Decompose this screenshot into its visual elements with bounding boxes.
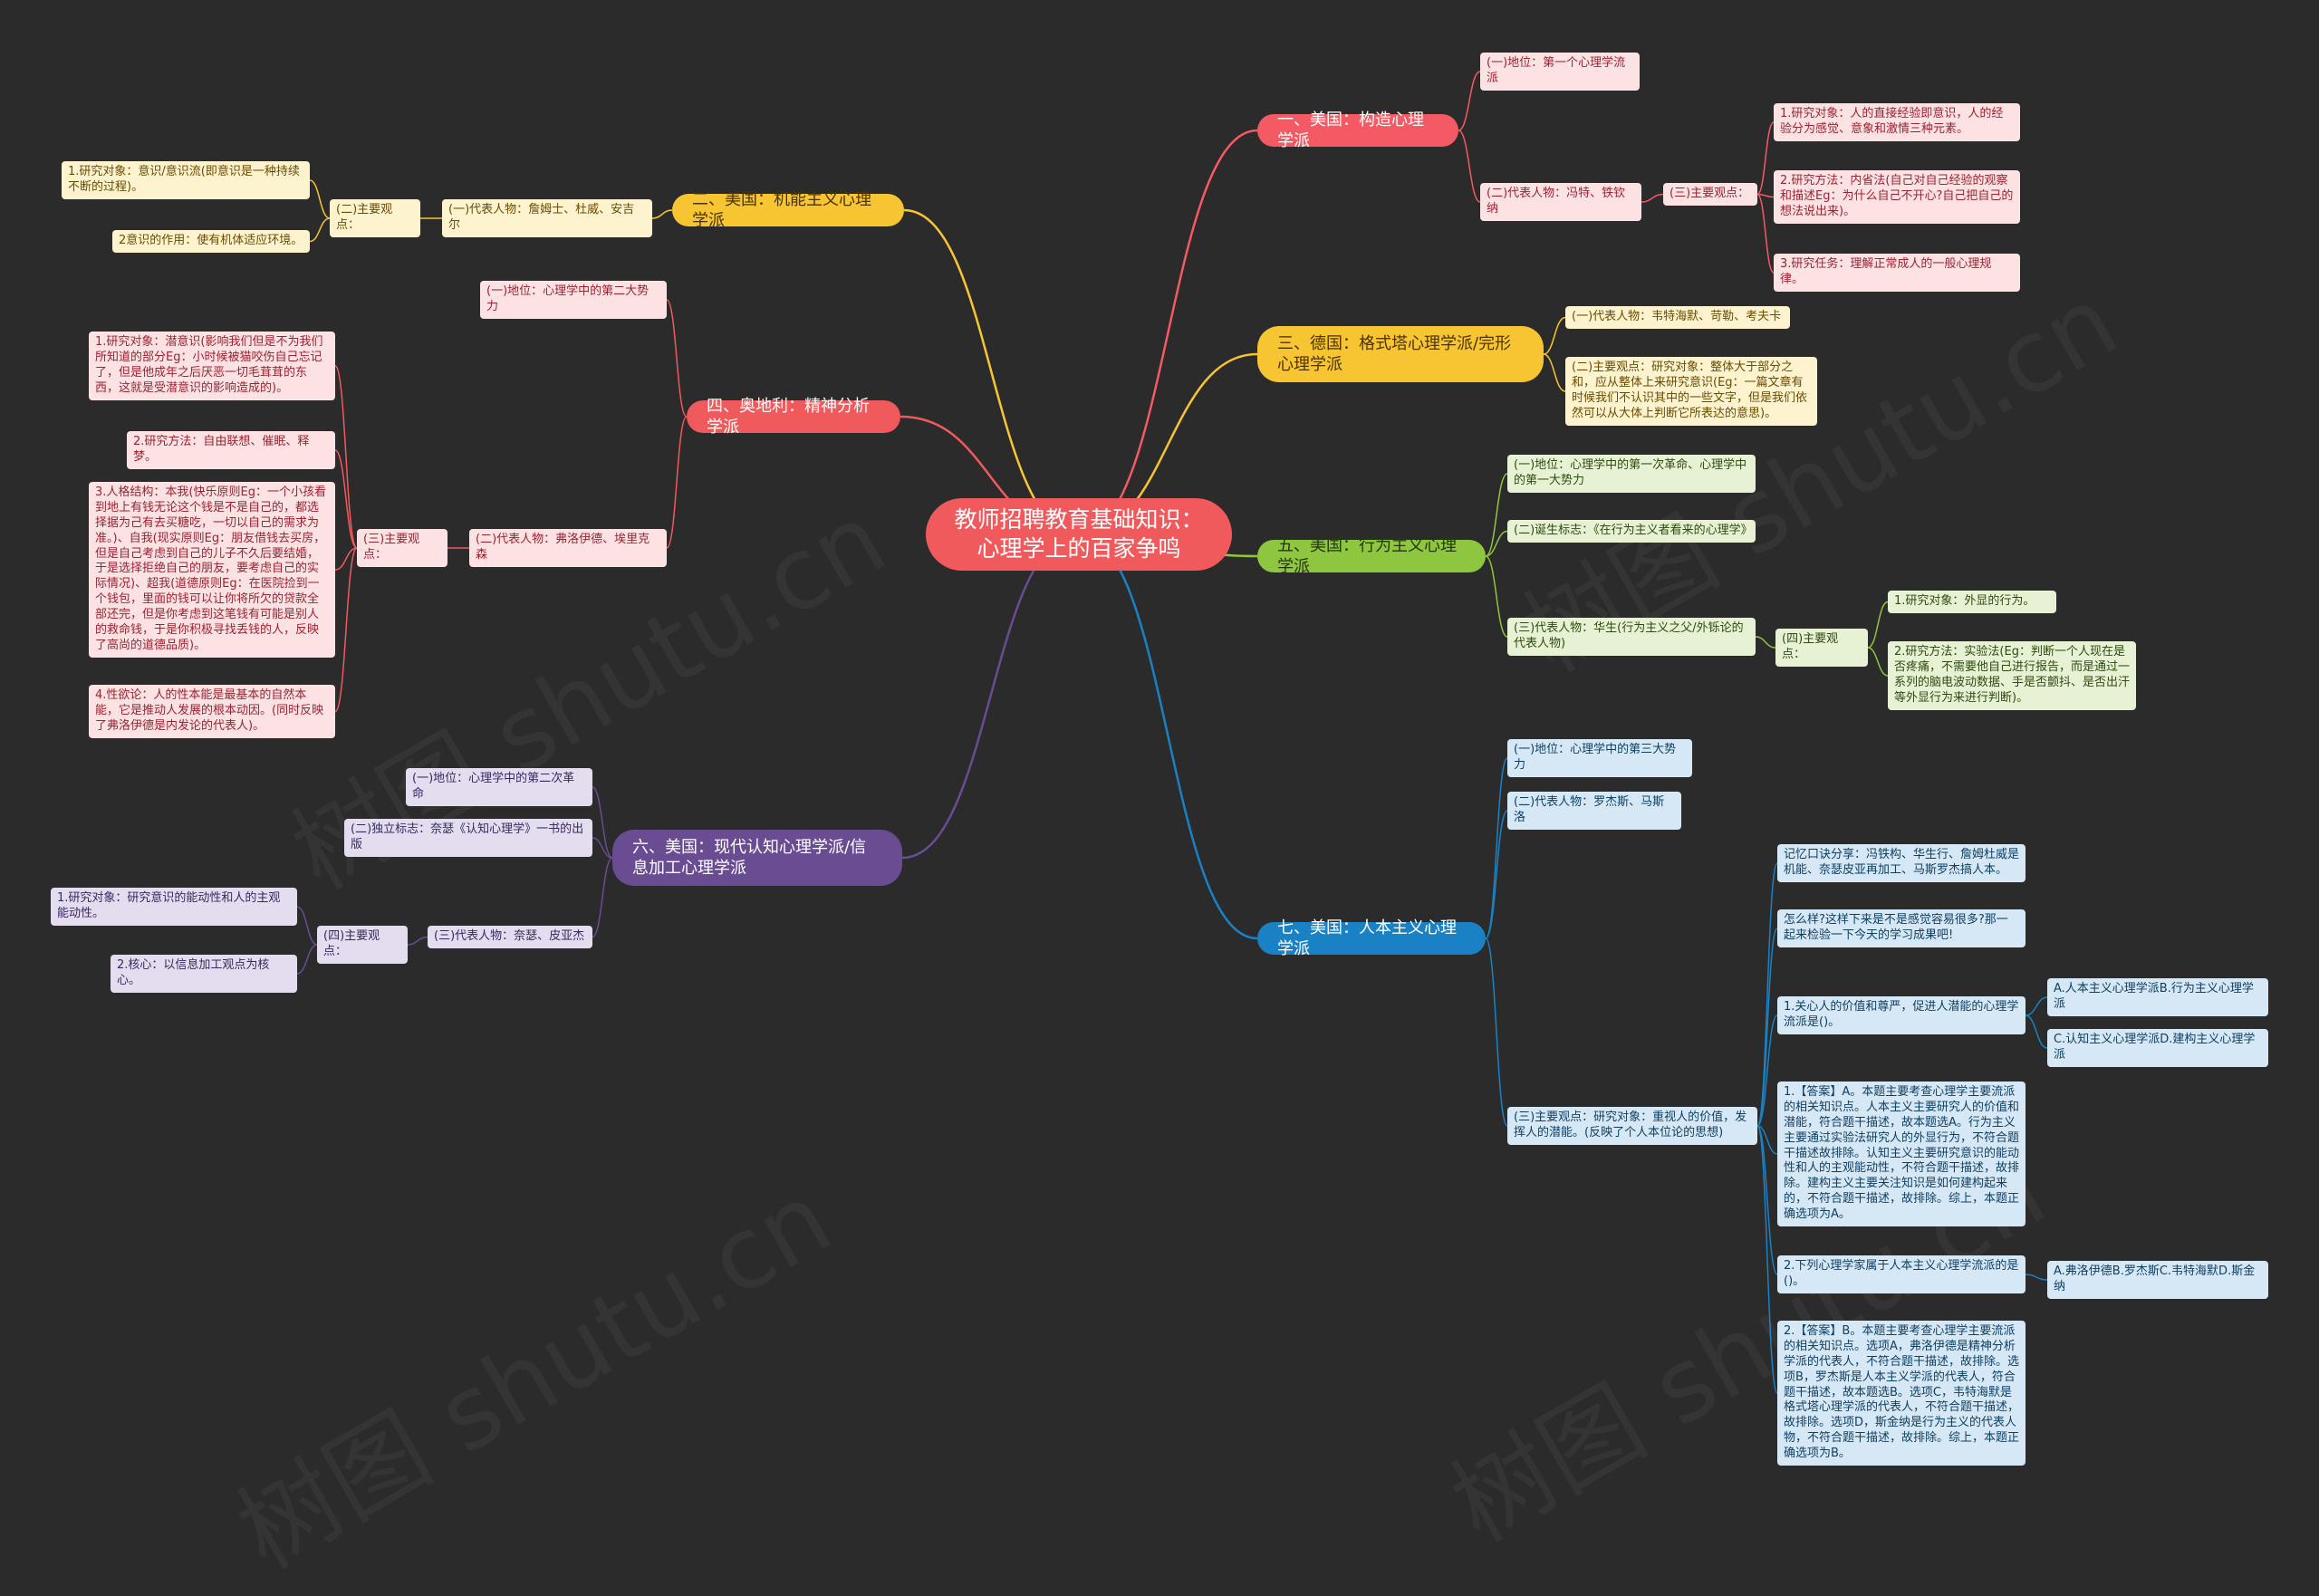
connector (309, 179, 331, 219)
psychoanalysis-position[interactable]: (一)地位：心理学中的第二大势力 (480, 281, 667, 319)
cognitive-representatives[interactable]: (三)代表人物：奈瑟、皮亚杰 (428, 926, 592, 948)
branch-humanistic[interactable]: 七、美国：人本主义心理学派 (1257, 918, 1486, 958)
functionalism-views-label[interactable]: (二)主要观点： (330, 199, 420, 237)
connector (1485, 473, 1508, 557)
structuralism-representatives[interactable]: (二)代表人物：冯特、铁钦纳 (1480, 183, 1641, 221)
psychoanalysis-view-1[interactable]: 1.研究对象：潜意识(影响我们但是不为我们所知道的部分Eg：小时候被猫咬伤自己忘… (89, 332, 335, 400)
functionalism-view-1[interactable]: 1.研究对象：意识/意识流(即意识是一种持续不断的过程)。 (62, 161, 310, 199)
connector (1485, 810, 1508, 939)
cognitive-views-label[interactable]: (四)主要观点： (317, 926, 408, 964)
connector (1458, 71, 1481, 131)
question-1-option-ab[interactable]: A.人本主义心理学派B.行为主义心理学派 (2047, 978, 2268, 1016)
behaviorism-symbol[interactable]: (二)诞生标志：《在行为主义者看来的心理学》 (1507, 520, 1756, 543)
connector (1756, 862, 1778, 1127)
humanistic-representatives[interactable]: (二)代表人物：罗杰斯、马斯洛 (1507, 792, 1681, 830)
behaviorism-view-1[interactable]: 1.研究对象：外显的行为。 (1888, 591, 2056, 613)
humanistic-memory-tip[interactable]: 记忆口诀分享：冯铁构、华生行、詹姆杜威是机能、奈瑟皮亚再加工、马斯罗杰搞人本。 (1777, 844, 2026, 882)
central-topic[interactable]: 教师招聘教育基础知识：心理学上的百家争鸣 (926, 498, 1232, 571)
connector (1485, 555, 1508, 638)
cognitive-symbol[interactable]: (二)独立标志：奈瑟《认知心理学》一书的出版 (344, 819, 592, 857)
connector (901, 533, 1080, 860)
humanistic-position[interactable]: (一)地位：心理学中的第三大势力 (1507, 739, 1692, 777)
connector (407, 936, 428, 946)
cognitive-view-2[interactable]: 2.核心：以信息加工观点为核心。 (111, 955, 297, 993)
psychoanalysis-views-label[interactable]: (三)主要观点： (357, 529, 447, 567)
connector (309, 217, 331, 243)
psychoanalysis-representatives[interactable]: (二)代表人物：弗洛伊德、埃里克森 (469, 529, 667, 567)
behaviorism-position[interactable]: (一)地位：心理学中的第一次革命、心理学中的第一大势力 (1507, 455, 1756, 493)
connector (1543, 353, 1566, 392)
connector (1485, 757, 1508, 939)
connector (1755, 636, 1776, 649)
connector (1485, 530, 1508, 557)
connector (1756, 193, 1775, 274)
connector (666, 299, 688, 418)
psychoanalysis-view-4[interactable]: 4.性欲论：人的性本能是最基本的自然本能，它是推动人发展的根本动因。(同时反映了… (89, 685, 335, 738)
connector (592, 786, 613, 859)
connector (651, 209, 673, 219)
humanistic-views[interactable]: (三)主要观点：研究对象：重视人的价值，发挥人的潜能。(反映了个人本位论的思想) (1507, 1107, 1757, 1145)
functionalism-representatives[interactable]: (一)代表人物：詹姆士、杜威、安吉尔 (442, 199, 652, 237)
connector (334, 449, 358, 549)
connector (1641, 193, 1664, 203)
psychoanalysis-view-2[interactable]: 2.研究方法：自由联想、催眠、释梦。 (127, 431, 335, 469)
connector (2025, 1274, 2048, 1281)
question-1-option-cd[interactable]: C.认知主义心理学派D.建构主义心理学派 (2047, 1029, 2268, 1067)
connector (1458, 130, 1481, 203)
connector (1756, 1125, 1778, 1394)
branch-structuralism[interactable]: 一、美国：构造心理学派 (1257, 111, 1458, 150)
connector (1756, 1014, 1778, 1127)
branch-cognitive[interactable]: 六、美国：现代认知心理学派/信息加工心理学派 (612, 830, 902, 886)
humanistic-quiz-prompt[interactable]: 怎么样?这样下来是不是感觉容易很多?那一起来检验一下今天的学习成果吧! (1777, 909, 2026, 947)
humanistic-answer-1[interactable]: 1.【答案】A。本题主要考查心理学主要流派的相关知识点。人本主义主要研究人的价值… (1777, 1082, 2026, 1227)
connector (1867, 647, 1889, 677)
humanistic-question-2[interactable]: 2.下列心理学家属于人本主义心理学流派的是()。 (1777, 1255, 2026, 1293)
connector (296, 906, 318, 946)
connector (666, 416, 688, 549)
connector (1756, 1125, 1778, 1155)
connector (1543, 316, 1566, 355)
connector (1867, 601, 1889, 649)
behaviorism-representatives[interactable]: (三)代表人物：华生(行为主义之父/外铄论的代表人物) (1507, 618, 1756, 656)
humanistic-answer-2[interactable]: 2.【答案】B。本题主要考查心理学主要流派的相关知识点。选项A，弗洛伊德是精神分… (1777, 1321, 2026, 1466)
functionalism-view-2[interactable]: 2意识的作用：使有机体适应环境。 (112, 230, 310, 253)
cognitive-view-1[interactable]: 1.研究对象：研究意识的能动性和人的主观能动性。 (51, 888, 297, 926)
structuralism-view-2[interactable]: 2.研究方法：内省法(自己对自己经验的观察和描述Eg：为什么自己不开心?自己把自… (1774, 170, 2020, 224)
connector (334, 365, 358, 549)
structuralism-view-1[interactable]: 1.研究对象：人的直接经验即意识，人的经验分为感觉、意象和激情三种元素。 (1774, 103, 2020, 141)
connector (296, 944, 318, 975)
branch-psychoanalysis[interactable]: 四、奥地利：精神分析学派 (687, 397, 900, 437)
question-2-options[interactable]: A.弗洛伊德B.罗杰斯C.韦特海默D.斯金纳 (2047, 1261, 2268, 1299)
connector (2025, 996, 2048, 1016)
connector (1078, 533, 1258, 940)
connector (1756, 121, 1775, 196)
connector (1485, 937, 1508, 1127)
connector (1756, 1125, 1778, 1275)
connector (903, 208, 1080, 536)
connector (2025, 1014, 2048, 1049)
behaviorism-view-2[interactable]: 2.研究方法：实验法(Eg：判断一个人现在是否疼痛，不需要他自己进行报告，而是通… (1888, 641, 2136, 710)
structuralism-views-label[interactable]: (三)主要观点： (1663, 183, 1757, 206)
cognitive-position[interactable]: (一)地位：心理学中的第二次革命 (406, 768, 592, 806)
connector (1756, 193, 1775, 198)
connector (334, 547, 358, 571)
structuralism-view-3[interactable]: 3.研究任务：理解正常成人的一般心理规律。 (1774, 254, 2020, 292)
humanistic-question-1[interactable]: 1.关心人的价值和尊严，促进人潜能的心理学流派是()。 (1777, 996, 2026, 1034)
behaviorism-views-label[interactable]: (四)主要观点： (1775, 629, 1868, 667)
psychoanalysis-view-3[interactable]: 3.人格结构：本我(快乐原则Eg：一个小孩看到地上有钱无论这个钱是不是自己的，都… (89, 482, 335, 658)
connector (592, 857, 613, 938)
connector (334, 547, 358, 713)
connector (592, 837, 613, 859)
gestalt-representatives[interactable]: (一)代表人物：韦特海默、苛勒、考夫卡 (1565, 306, 1790, 329)
branch-gestalt[interactable]: 三、德国：格式塔心理学派/完形心理学派 (1257, 326, 1544, 382)
branch-functionalism[interactable]: 二、美国：机能主义心理学派 (672, 190, 904, 230)
structuralism-position[interactable]: (一)地位：第一个心理学流派 (1480, 53, 1640, 91)
branch-behaviorism[interactable]: 五、美国：行为主义心理学派 (1257, 536, 1486, 576)
gestalt-views[interactable]: (二)主要观点：研究对象：整体大于部分之和，应从整体上来研究意识(Eg：一篇文章… (1565, 357, 1817, 426)
connector (1756, 928, 1778, 1127)
connector (1078, 129, 1258, 536)
